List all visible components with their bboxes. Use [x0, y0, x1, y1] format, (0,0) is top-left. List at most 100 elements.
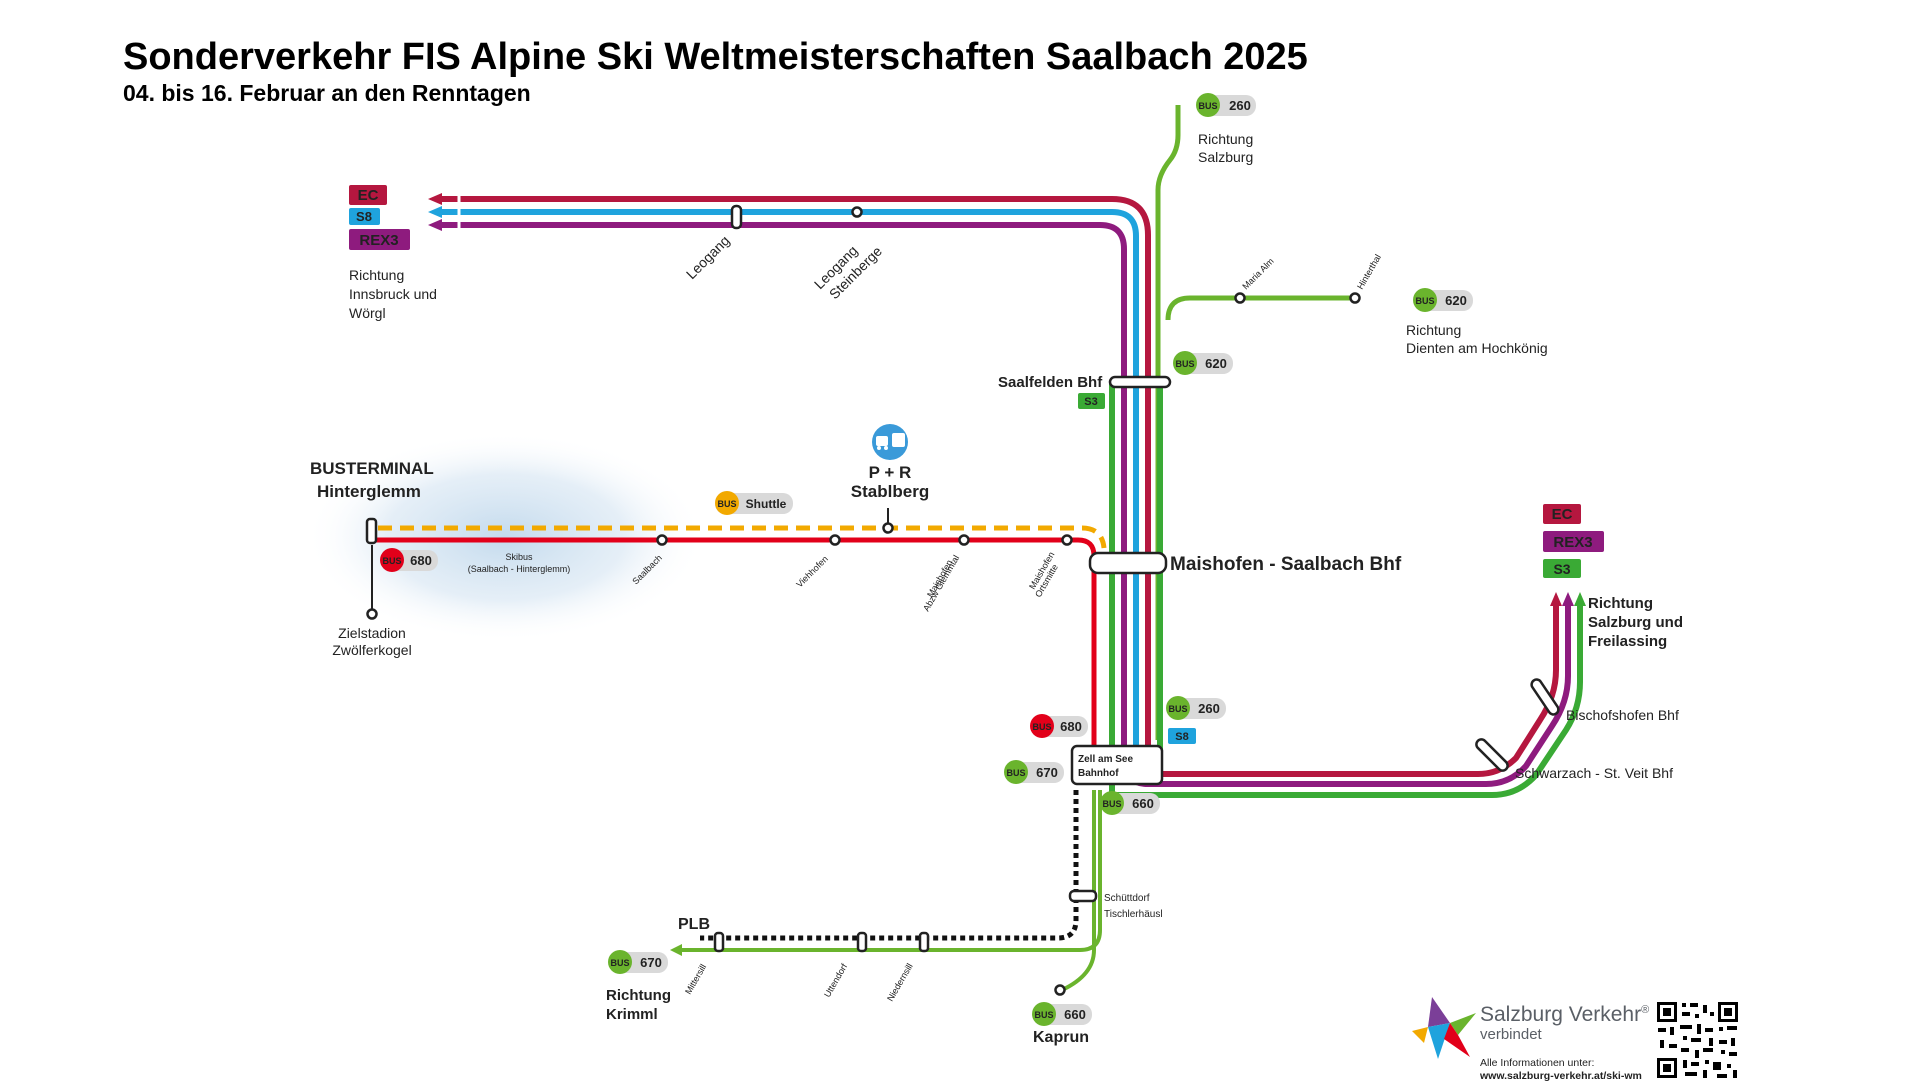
line-s3 — [1109, 380, 1583, 798]
arrow-west-bus-670 — [670, 944, 682, 956]
page-title: Sonderverkehr FIS Alpine Ski Weltmeister… — [123, 36, 1308, 78]
direction-krimml-1: Richtung — [606, 987, 671, 1004]
station-marker-mittersill[interactable] — [713, 931, 725, 953]
direction-freilassing-3: Freilassing — [1588, 633, 1667, 650]
direction-innsbruck-1: Richtung — [349, 267, 404, 283]
station-label-busterminal-1: BUSTERMINAL — [310, 459, 434, 478]
svg-text:S8: S8 — [356, 209, 372, 224]
svg-text:EC: EC — [1552, 506, 1573, 523]
badge-bus-620-saalfelden: BUS 620 — [1173, 351, 1233, 375]
salzburg-verkehr-logo-icon — [1412, 997, 1476, 1059]
svg-text:260: 260 — [1229, 98, 1251, 113]
svg-text:REX3: REX3 — [1553, 534, 1592, 551]
station-marker-viehhofen[interactable] — [829, 534, 841, 546]
station-marker-maishofen[interactable] — [1088, 551, 1168, 575]
station-marker-kaprun[interactable] — [1054, 984, 1066, 996]
station-marker-leogang[interactable] — [730, 204, 743, 230]
station-label-pr-1: P + R — [869, 463, 912, 482]
station-label-maishofen-abzw-2: Abzw Glemmtal — [921, 553, 961, 613]
badge-s8-west: S8 — [349, 208, 380, 225]
station-marker-maishofen-ort[interactable] — [1061, 534, 1073, 546]
station-label-schuettdorf-2: Tischlerhäusl — [1104, 909, 1163, 920]
direction-salzburg-north-1: Richtung — [1198, 131, 1253, 147]
station-marker-niedernsill[interactable] — [918, 931, 930, 953]
badge-bus-660-kaprun: BUS 660 — [1032, 1002, 1092, 1026]
station-marker-zell[interactable] — [1070, 744, 1164, 786]
line-bus-620 — [1165, 295, 1360, 321]
badge-bus-620-east: BUS 620 — [1413, 288, 1473, 312]
direction-innsbruck-2: Innsbruck und — [349, 286, 437, 302]
station-label-mittersill: Mittersill — [683, 962, 708, 996]
svg-text:680: 680 — [410, 553, 432, 568]
qr-code-icon[interactable] — [1655, 1000, 1740, 1080]
direction-dienten-1: Richtung — [1406, 322, 1461, 338]
station-label-maria-alm: Maria Alm — [1240, 256, 1275, 291]
svg-text:670: 670 — [1036, 765, 1058, 780]
station-marker-busterminal[interactable] — [365, 517, 378, 545]
badge-bus-670-zell: BUS 670 — [1004, 760, 1064, 784]
arrow-west-rex3 — [428, 219, 442, 231]
line-bus-670 — [680, 790, 1102, 952]
svg-text:BUS: BUS — [1102, 799, 1121, 809]
svg-text:S3: S3 — [1553, 561, 1570, 577]
line-shuttle — [378, 525, 1107, 549]
page-subtitle: 04. bis 16. Februar an den Renntagen — [123, 80, 531, 106]
brand-logo: Salzburg Verkehr® verbindet Alle Informa… — [1410, 995, 1680, 1082]
skibus-label-1: Skibus — [505, 552, 533, 562]
station-label-maishofen: Maishofen - Saalbach Bhf — [1170, 554, 1402, 575]
station-marker-schuettdorf[interactable] — [1068, 889, 1098, 903]
station-marker-bischofshofen[interactable] — [1530, 678, 1561, 717]
badge-s3-east: S3 — [1543, 559, 1581, 578]
svg-text:620: 620 — [1445, 293, 1467, 308]
station-label-kaprun: Kaprun — [1033, 1029, 1089, 1046]
station-label-uttendorf: Uttendorf — [822, 962, 849, 999]
station-marker-schwarzach[interactable] — [1474, 737, 1509, 772]
badge-s3-saalfelden: S3 — [1078, 393, 1105, 409]
station-label-zielstadion-1: Zielstadion — [338, 625, 406, 641]
line-bus-660 — [1061, 790, 1096, 992]
svg-text:BUS: BUS — [610, 958, 629, 968]
svg-text:BUS: BUS — [717, 499, 736, 509]
station-marker-pr-stablberg[interactable] — [882, 522, 894, 534]
badge-bus-260-north: BUS 260 — [1196, 93, 1256, 117]
svg-text:BUS: BUS — [1006, 768, 1025, 778]
brand-info-url[interactable]: www.salzburg-verkehr.at/ski-wm — [1480, 1070, 1642, 1082]
svg-text:EC: EC — [358, 187, 379, 204]
station-marker-saalfelden[interactable] — [1108, 375, 1172, 389]
station-marker-leogang-steinberge[interactable] — [851, 206, 863, 218]
svg-text:680: 680 — [1060, 719, 1082, 734]
badge-bus-680-zell: BUS 680 — [1030, 714, 1088, 738]
skibus-label-2: (Saalbach - Hinterglemm) — [468, 564, 571, 574]
svg-text:S8: S8 — [1175, 731, 1188, 743]
svg-text:620: 620 — [1205, 356, 1227, 371]
svg-text:BUS: BUS — [1415, 296, 1434, 306]
station-label-busterminal-2: Hinterglemm — [317, 482, 421, 501]
station-label-niedernsill: Niedernsill — [885, 962, 915, 1003]
badge-bus-shuttle: BUS Shuttle — [715, 491, 793, 515]
direction-krimml-2: Krimml — [606, 1006, 658, 1023]
station-marker-uttendorf[interactable] — [856, 931, 868, 953]
svg-text:BUS: BUS — [1198, 101, 1217, 111]
station-marker-maishofen-abzw[interactable] — [958, 534, 970, 546]
badge-rex3-east: REX3 — [1543, 531, 1604, 552]
station-label-schwarzach: Schwarzach - St. Veit Bhf — [1515, 765, 1673, 781]
direction-innsbruck-3: Wörgl — [349, 305, 386, 321]
station-marker-saalbach[interactable] — [656, 534, 668, 546]
svg-text:S3: S3 — [1084, 396, 1097, 408]
brand-info-label: Alle Informationen unter: — [1480, 1057, 1595, 1069]
svg-text:BUS: BUS — [1034, 1010, 1053, 1020]
badge-rex3-west: REX3 — [349, 229, 410, 250]
badge-ec-west: EC — [349, 185, 387, 205]
station-marker-maria-alm[interactable] — [1234, 292, 1246, 304]
svg-text:670: 670 — [640, 955, 662, 970]
park-and-ride-icon — [872, 424, 908, 460]
station-marker-hinterthal[interactable] — [1349, 292, 1361, 304]
station-marker-zielstadion[interactable] — [366, 608, 378, 620]
station-label-viehhofen: Viehhofen — [794, 554, 830, 590]
line-bus-260-north — [1155, 105, 1181, 740]
station-label-zielstadion-2: Zwölferkogel — [332, 642, 411, 658]
line-plb — [700, 790, 1079, 941]
line-rex3-west — [435, 222, 1571, 787]
station-label-schuettdorf-1: Schüttdorf — [1104, 893, 1150, 904]
